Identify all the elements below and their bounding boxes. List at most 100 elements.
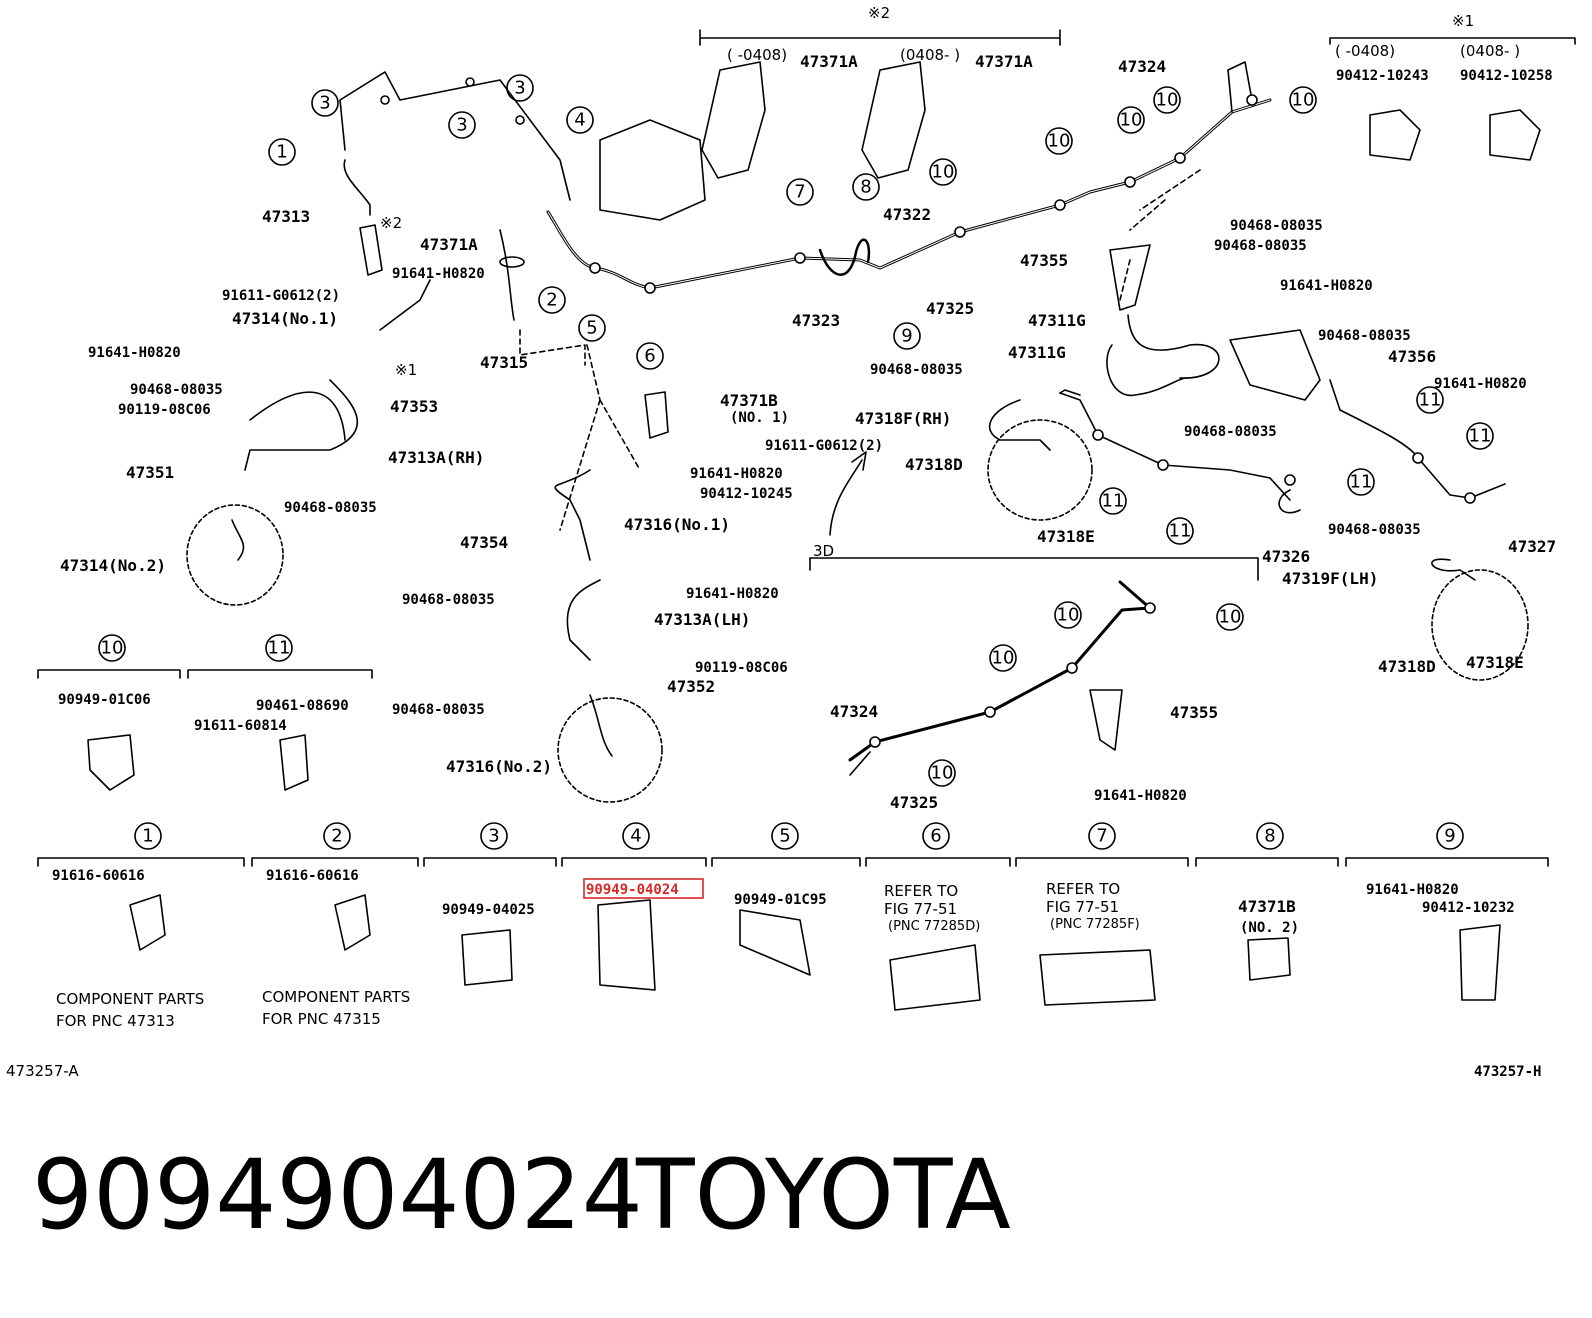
- svg-text:9: 9: [901, 326, 912, 347]
- part-label: 47324: [830, 702, 878, 721]
- part-label: 91641-H0820: [1280, 278, 1373, 294]
- part-label: 90468-08035: [392, 702, 485, 718]
- svg-text:3: 3: [456, 115, 467, 136]
- part-label: 47316(No.2): [446, 757, 552, 776]
- part-label: 47355: [1020, 251, 1068, 270]
- svg-text:10: 10: [992, 648, 1015, 669]
- legend-part-label: 90949-01C95: [734, 892, 827, 908]
- legend-note: (PNC 77285F): [1050, 917, 1140, 932]
- part-label: 47315: [480, 353, 528, 372]
- part-label: 47314(No.1): [232, 309, 338, 328]
- part-label: 90461-08690: [256, 698, 349, 714]
- svg-text:5: 5: [586, 318, 597, 339]
- figure-code-right: 473257-H: [1474, 1064, 1541, 1080]
- callout-4: 4: [566, 106, 594, 134]
- part-label: 91641-H0820: [392, 266, 485, 282]
- part-label: 47355: [1170, 703, 1218, 722]
- part-label: 47325: [926, 299, 974, 318]
- legend-part-label: 91641-H0820: [1366, 882, 1459, 898]
- svg-text:11: 11: [268, 638, 291, 659]
- range-label: (0408- ): [900, 46, 960, 64]
- part-label: 47352: [667, 677, 715, 696]
- part-label: 90412-10243: [1336, 68, 1429, 84]
- range-label: (0408- ): [1460, 42, 1520, 60]
- part-label: 90468-08035: [870, 362, 963, 378]
- callout-11: 11: [1416, 386, 1444, 414]
- svg-text:10: 10: [932, 162, 955, 183]
- callout-10: 10: [1117, 106, 1145, 134]
- part-label: 47323: [792, 311, 840, 330]
- svg-text:11: 11: [1350, 472, 1373, 493]
- part-label: 47318F(RH): [855, 409, 951, 428]
- callout-9: 9: [1436, 822, 1464, 850]
- legend-part-label: 90949-04025: [442, 902, 535, 918]
- highlighted-part-label: 90949-04024: [586, 882, 679, 898]
- part-number-caption: 9094904024: [32, 1139, 643, 1251]
- part-label: 47353: [390, 397, 438, 416]
- part-label: 91641-H0820: [686, 586, 779, 602]
- callout-9: 9: [893, 322, 921, 350]
- svg-text:2: 2: [331, 826, 342, 847]
- svg-text:10: 10: [1219, 607, 1242, 628]
- callout-2: 2: [538, 286, 566, 314]
- part-label: 91641-H0820: [690, 466, 783, 482]
- callout-3: 3: [448, 111, 476, 139]
- part-label: 47327: [1508, 537, 1556, 556]
- callout-11: 11: [265, 634, 293, 662]
- callout-10: 10: [98, 634, 126, 662]
- svg-text:11: 11: [1169, 521, 1192, 542]
- part-label: 47313A(LH): [654, 610, 750, 629]
- callout-10: 10: [928, 759, 956, 787]
- part-label: 90468-08035: [130, 382, 223, 398]
- callout-11: 11: [1347, 468, 1375, 496]
- callout-11: 11: [1466, 422, 1494, 450]
- part-label: 90468-08035: [1328, 522, 1421, 538]
- callout-3: 3: [480, 822, 508, 850]
- svg-text:10: 10: [1057, 605, 1080, 626]
- part-label: 47311G: [1028, 311, 1086, 330]
- svg-text:1: 1: [142, 826, 153, 847]
- svg-text:10: 10: [1120, 110, 1143, 131]
- svg-text:7: 7: [1096, 826, 1107, 847]
- note-2: ※2: [868, 4, 890, 22]
- legend-part-label: 47371B: [1238, 897, 1296, 916]
- callout-10: 10: [1054, 601, 1082, 629]
- callout-5: 5: [771, 822, 799, 850]
- callout-3: 3: [311, 89, 339, 117]
- part-label: 47371B: [720, 391, 778, 410]
- callout-10: 10: [929, 158, 957, 186]
- callout-1: 1: [268, 138, 296, 166]
- part-label: 47371A: [800, 52, 858, 71]
- svg-text:3: 3: [319, 93, 330, 114]
- part-label: 47351: [126, 463, 174, 482]
- part-label: 47318E: [1037, 527, 1095, 546]
- svg-text:1: 1: [276, 142, 287, 163]
- svg-text:9: 9: [1444, 826, 1455, 847]
- callout-8: 8: [852, 173, 880, 201]
- part-label: 47314(No.2): [60, 556, 166, 575]
- svg-text:4: 4: [574, 110, 585, 131]
- part-label: 90468-08035: [284, 500, 377, 516]
- part-label: 90468-08035: [1184, 424, 1277, 440]
- callout-10: 10: [1289, 86, 1317, 114]
- legend-part-label: 90412-10232: [1422, 900, 1515, 916]
- part-label: 91641-H0820: [1434, 376, 1527, 392]
- svg-text:11: 11: [1419, 390, 1442, 411]
- part-label: 47318E: [1466, 653, 1524, 672]
- range-label: ( -0408): [1335, 42, 1395, 60]
- svg-text:4: 4: [630, 826, 641, 847]
- callout-6: 6: [922, 822, 950, 850]
- part-label: 90119-08C06: [695, 660, 788, 676]
- svg-text:8: 8: [1264, 826, 1275, 847]
- note-1: ※1: [1452, 12, 1474, 30]
- brand-caption: TOYOTA: [636, 1139, 1011, 1251]
- part-label: 47371A: [975, 52, 1033, 71]
- legend-note: REFER TO: [1046, 880, 1120, 898]
- part-label: 47318D: [905, 455, 963, 474]
- callout-7: 7: [1088, 822, 1116, 850]
- callout-10: 10: [1216, 603, 1244, 631]
- legend-note: (PNC 77285D): [888, 919, 980, 934]
- part-label: 90119-08C06: [118, 402, 211, 418]
- legend-note: FIG 77-51: [1046, 898, 1119, 916]
- callout-1: 1: [134, 822, 162, 850]
